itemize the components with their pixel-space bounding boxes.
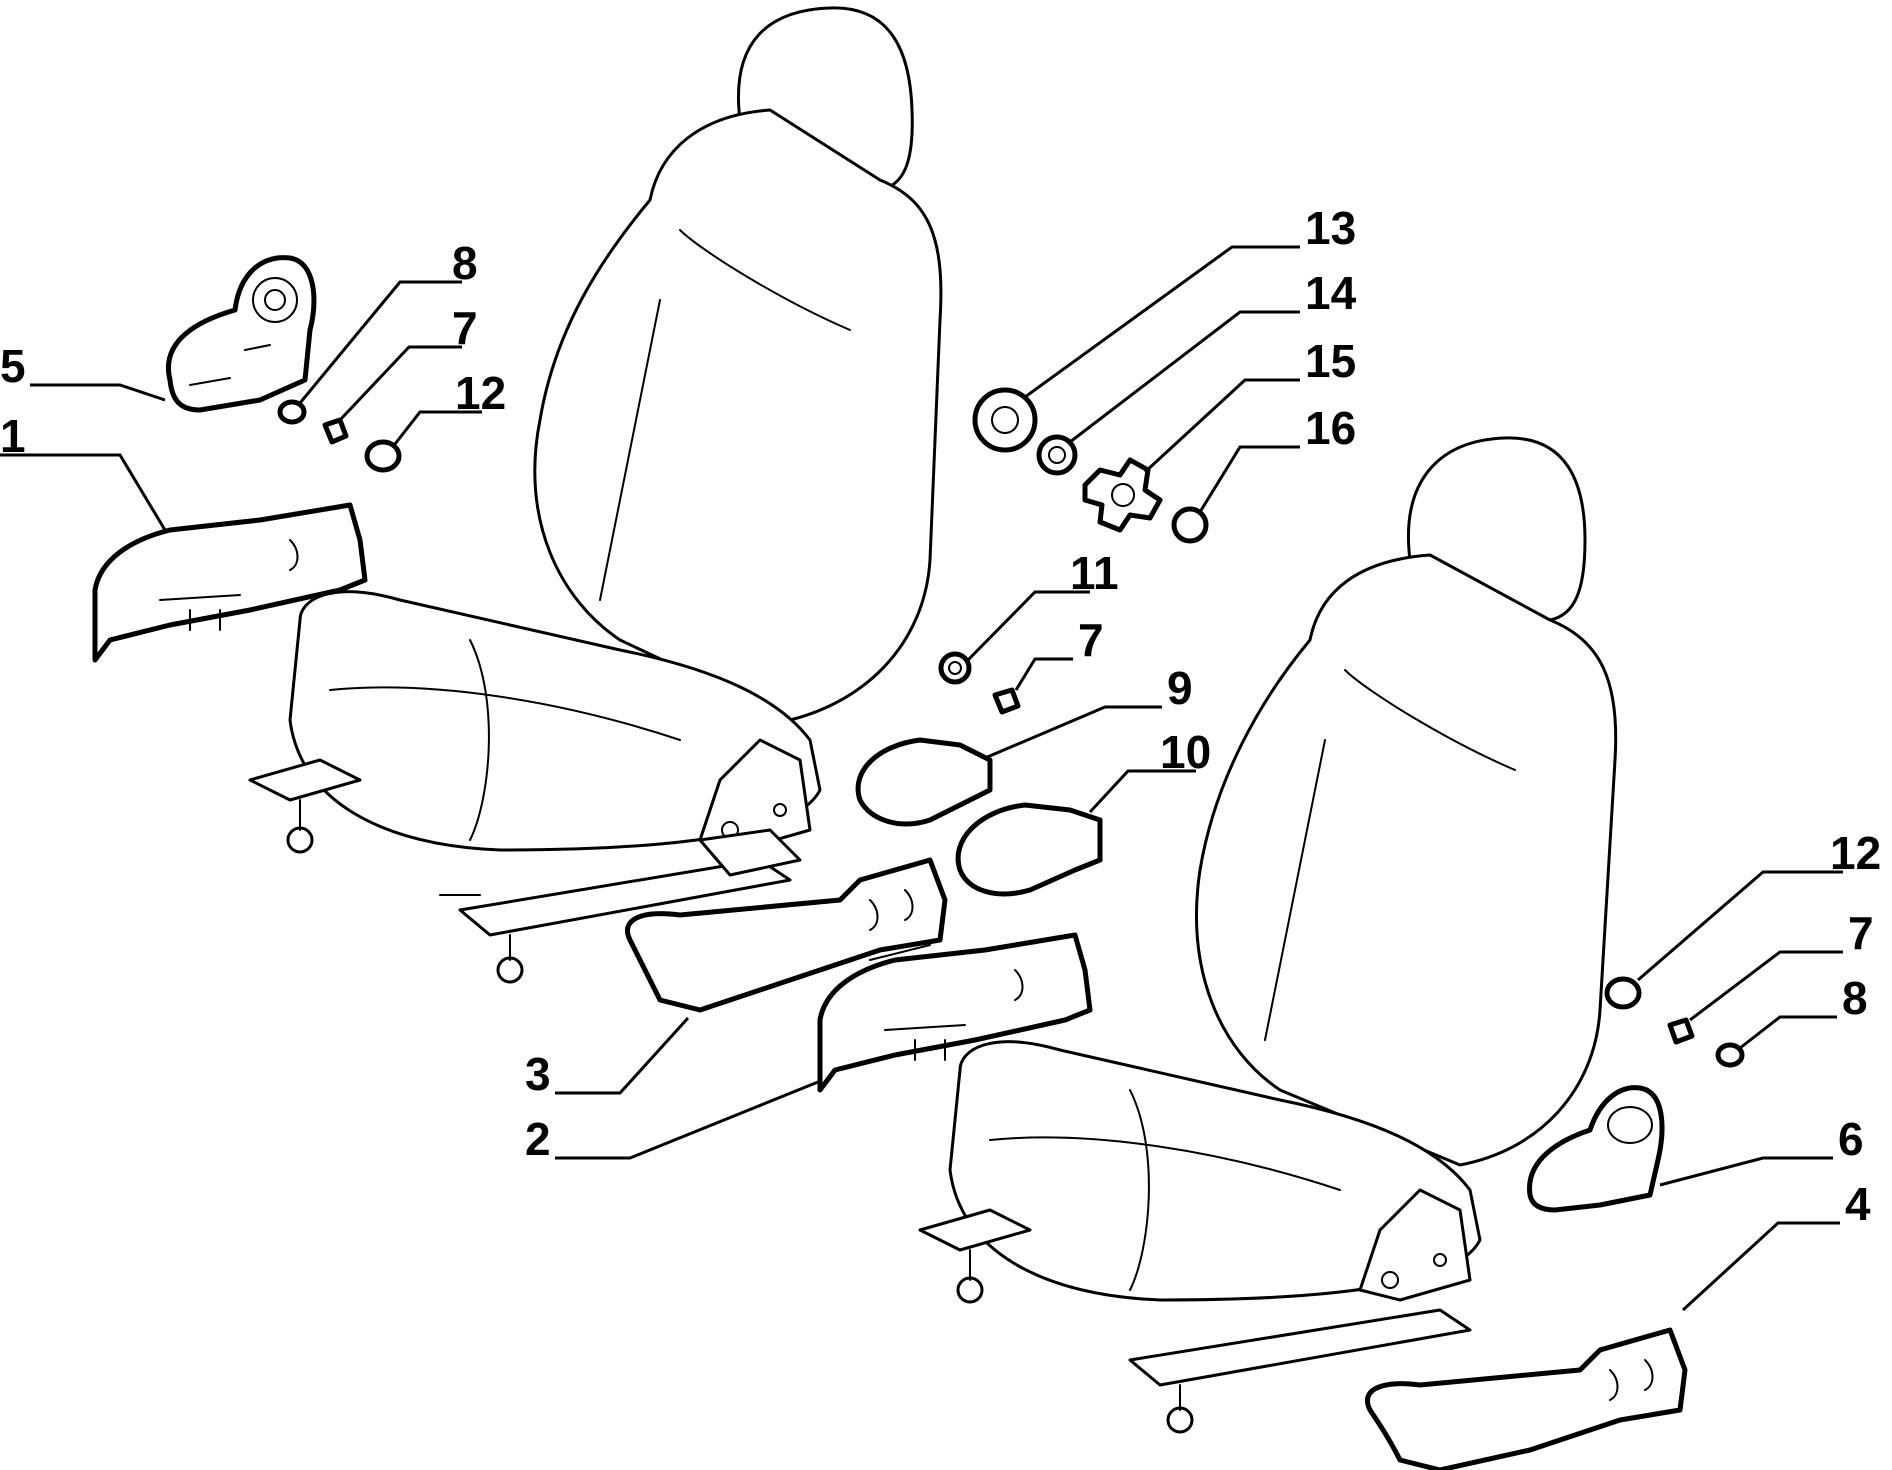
callout-numbers: 1 2 3 4 5 6 7 7 7 8 8 9 10 11 12 12 13 1… (0, 202, 1881, 1230)
leader-5 (30, 383, 166, 402)
callout-7b: 7 (1078, 614, 1104, 666)
leader-12b (1637, 870, 1843, 982)
leader-13 (1024, 245, 1300, 399)
callout-16: 16 (1305, 402, 1356, 454)
leader-15 (1143, 378, 1300, 474)
leader-4 (1681, 1221, 1840, 1312)
callout-3: 3 (525, 1048, 551, 1100)
callout-11: 11 (1070, 547, 1119, 599)
callout-15: 15 (1305, 335, 1356, 387)
part-7-screw (322, 417, 1695, 1045)
leader-2 (555, 1080, 819, 1160)
callout-12a: 12 (455, 367, 506, 419)
leader-12a (393, 410, 482, 445)
part-13-disc (972, 387, 1038, 453)
right-seat (918, 436, 1618, 1434)
leader-7b (1014, 657, 1073, 691)
leader-7c (1689, 950, 1843, 1022)
part-1-side-cover (92, 502, 368, 663)
part-8-bushing (277, 399, 1745, 1068)
leader-8b (1739, 1015, 1837, 1050)
callout-7c: 7 (1848, 907, 1874, 959)
callout-8b: 8 (1842, 972, 1868, 1024)
callout-14: 14 (1305, 267, 1357, 319)
callout-9: 9 (1167, 662, 1193, 714)
callout-6: 6 (1838, 1113, 1864, 1165)
leader-6 (1659, 1156, 1833, 1187)
leader-16 (1198, 445, 1300, 513)
leader-8a (298, 280, 462, 404)
leader-1 (0, 453, 167, 531)
callout-10: 10 (1160, 726, 1211, 778)
callout-13: 13 (1305, 202, 1356, 254)
part-16-cap (1171, 506, 1209, 544)
part-5-recliner-cover (166, 255, 317, 413)
callout-12b: 12 (1830, 827, 1881, 879)
part-9-cover (855, 737, 993, 827)
part-6-recliner-cover (1527, 1085, 1665, 1213)
part-12-cap (364, 439, 1642, 1010)
part-11-clip (938, 651, 972, 685)
callout-2: 2 (525, 1113, 551, 1165)
callout-7a: 7 (452, 302, 478, 354)
leader-7a (338, 345, 462, 422)
part-2-side-cover (817, 932, 1093, 1093)
part-3-trim-cover (625, 857, 948, 1013)
leader-9 (984, 705, 1162, 760)
part-15-knob (1082, 457, 1163, 533)
left-seat (248, 6, 943, 984)
leader-10 (1088, 769, 1196, 814)
part-4-trim-cover (1365, 1327, 1688, 1470)
callout-8a: 8 (452, 237, 478, 289)
leader-14 (1069, 310, 1300, 444)
leader-3 (555, 1016, 690, 1095)
callout-1: 1 (0, 410, 26, 462)
leader-11 (966, 590, 1090, 662)
callout-4: 4 (1845, 1178, 1871, 1230)
part-10-cover (955, 802, 1103, 897)
leader-lines (0, 245, 1843, 1312)
part-14-washer (1036, 434, 1078, 476)
callout-5: 5 (0, 340, 26, 392)
